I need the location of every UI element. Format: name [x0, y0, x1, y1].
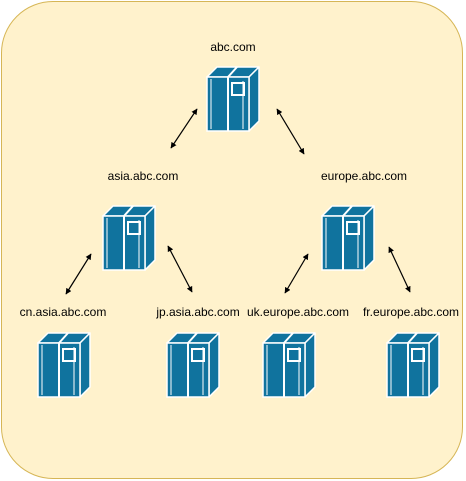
edge-root-europe	[276, 108, 305, 155]
edge-europe-fr	[388, 246, 411, 293]
server-icon	[321, 205, 375, 271]
node-label-cn: cn.asia.abc.com	[19, 305, 107, 319]
server-icon	[262, 332, 316, 398]
node-label-uk: uk.europe.abc.com	[246, 305, 350, 319]
edge-asia-jp	[167, 245, 193, 293]
node-label-root: abc.com	[210, 40, 256, 54]
server-icon	[386, 332, 440, 398]
server-icon	[166, 332, 220, 398]
node-label-fr: fr.europe.abc.com	[362, 305, 460, 319]
node-label-europe: europe.abc.com	[320, 169, 408, 183]
server-icon	[206, 66, 260, 132]
node-label-jp: jp.asia.abc.com	[156, 305, 240, 319]
node-label-asia: asia.abc.com	[107, 169, 179, 183]
edge-europe-uk	[284, 253, 309, 294]
server-icon	[37, 332, 91, 398]
edge-asia-cn	[65, 253, 92, 295]
server-icon	[102, 205, 156, 271]
edge-root-asia	[170, 108, 198, 149]
